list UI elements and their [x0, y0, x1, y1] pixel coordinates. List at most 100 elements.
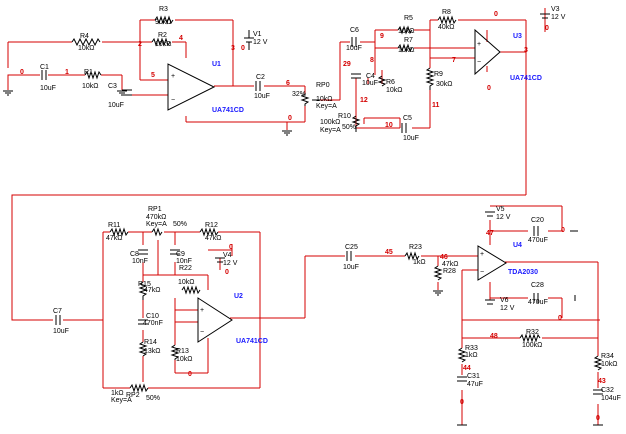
pot-rp0: [300, 93, 310, 106]
component-symbols: +− +− +− +−: [3, 13, 603, 426]
battery-v1-icon: [244, 30, 254, 50]
svg-text:TDA2030: TDA2030: [508, 269, 538, 276]
svg-text:0: 0: [558, 315, 562, 322]
battery-v5-icon: [485, 211, 495, 217]
svg-text:R13: R13: [176, 348, 189, 355]
svg-text:10kΩ: 10kΩ: [178, 279, 195, 286]
svg-text:10uF: 10uF: [53, 328, 69, 335]
capacitor-c28: [533, 293, 539, 303]
battery-v6-icon: [485, 299, 495, 305]
resistor-r7: [397, 43, 413, 53]
svg-text:40kΩ: 40kΩ: [438, 24, 455, 31]
svg-text:10kΩ: 10kΩ: [155, 41, 172, 48]
svg-text:90kΩ: 90kΩ: [155, 19, 172, 26]
svg-text:C7: C7: [53, 308, 62, 315]
svg-text:12 V: 12 V: [500, 305, 515, 312]
svg-text:R7: R7: [404, 37, 413, 44]
svg-text:45: 45: [385, 249, 393, 256]
resistor-r11: [109, 227, 129, 237]
svg-text:V6: V6: [500, 297, 509, 304]
svg-text:3: 3: [524, 47, 528, 54]
capacitor-c4: [351, 73, 361, 79]
svg-text:−: −: [480, 269, 484, 276]
capacitor-c31: [457, 376, 467, 382]
svg-text:10uF: 10uF: [254, 93, 270, 100]
svg-text:10uF: 10uF: [108, 102, 124, 109]
svg-text:1kΩ: 1kΩ: [413, 259, 426, 266]
svg-text:10kΩ: 10kΩ: [601, 361, 618, 368]
svg-text:29: 29: [343, 61, 351, 68]
svg-text:V1: V1: [253, 31, 262, 38]
svg-text:470kΩ: 470kΩ: [146, 214, 166, 221]
svg-text:−: −: [171, 97, 175, 104]
svg-text:R6: R6: [386, 79, 395, 86]
svg-text:Key=A: Key=A: [111, 397, 132, 404]
svg-text:Key=A: Key=A: [320, 127, 341, 134]
svg-text:1: 1: [65, 69, 69, 76]
svg-text:+: +: [171, 73, 175, 80]
svg-text:46: 46: [440, 254, 448, 261]
resistor-r5: [397, 25, 413, 35]
ground-icon: [433, 290, 443, 296]
svg-text:7: 7: [452, 57, 456, 64]
capacitor-c8: [138, 249, 148, 255]
resistor-r8: [437, 15, 457, 25]
svg-text:R2: R2: [158, 32, 167, 39]
svg-text:R23: R23: [409, 244, 422, 251]
svg-text:0: 0: [596, 415, 600, 422]
svg-text:10nF: 10nF: [132, 258, 148, 265]
opamp-u3-symbol: [474, 28, 501, 76]
svg-text:47kΩ: 47kΩ: [442, 261, 459, 268]
svg-text:0: 0: [229, 244, 233, 251]
svg-text:47uF: 47uF: [467, 381, 483, 388]
svg-text:10kΩ: 10kΩ: [398, 47, 415, 54]
svg-text:R22: R22: [179, 265, 192, 272]
resistor-r10: [351, 115, 361, 132]
svg-text:−: −: [200, 329, 204, 336]
svg-text:RP2: RP2: [126, 392, 140, 399]
pot-rp2: [129, 383, 149, 393]
resistor-r4: [71, 37, 101, 47]
svg-text:R12: R12: [205, 222, 218, 229]
svg-text:R14: R14: [144, 339, 157, 346]
resistor-r33: [457, 347, 467, 363]
svg-text:R3: R3: [159, 6, 168, 13]
svg-text:R5: R5: [404, 15, 413, 22]
resistor-r13: [170, 344, 180, 360]
svg-text:+: +: [200, 307, 204, 314]
svg-text:47: 47: [486, 230, 494, 237]
resistor-r9: [425, 67, 435, 90]
opamp-u1-symbol: [167, 63, 216, 111]
svg-text:10uF: 10uF: [40, 85, 56, 92]
svg-text:47kΩ: 47kΩ: [144, 287, 161, 294]
svg-text:4: 4: [179, 35, 183, 42]
svg-text:47kΩ: 47kΩ: [106, 235, 123, 242]
svg-text:10uF: 10uF: [362, 80, 378, 87]
label-r1: R1: [84, 69, 93, 76]
svg-text:0: 0: [545, 25, 549, 32]
svg-text:47kΩ: 47kΩ: [205, 235, 222, 242]
svg-text:0: 0: [494, 11, 498, 18]
svg-text:R33: R33: [465, 345, 478, 352]
svg-text:C32: C32: [601, 387, 614, 394]
svg-text:10uF: 10uF: [346, 45, 362, 52]
svg-text:UA741CD: UA741CD: [212, 107, 244, 114]
svg-text:100kΩ: 100kΩ: [320, 119, 340, 126]
ic-labels: U1 UA741CD U3 UA741CD U2 UA741CD U4 TDA2…: [212, 33, 542, 345]
svg-text:V3: V3: [551, 6, 560, 13]
svg-text:Key=A: Key=A: [316, 103, 337, 110]
svg-text:0: 0: [241, 45, 245, 52]
amp-u4-symbol: [477, 245, 507, 281]
svg-text:C9: C9: [176, 251, 185, 258]
capacitor-c6: [351, 37, 357, 47]
svg-text:R28: R28: [443, 268, 456, 275]
svg-text:50%: 50%: [146, 395, 160, 402]
svg-text:R9: R9: [434, 71, 443, 78]
svg-text:C4: C4: [366, 73, 375, 80]
capacitor-c25: [346, 251, 352, 261]
svg-text:+: +: [480, 251, 484, 258]
svg-text:10kΩ: 10kΩ: [316, 96, 333, 103]
capacitor-c1: [41, 70, 47, 80]
svg-text:−: −: [477, 59, 481, 66]
svg-text:C8: C8: [130, 251, 139, 258]
